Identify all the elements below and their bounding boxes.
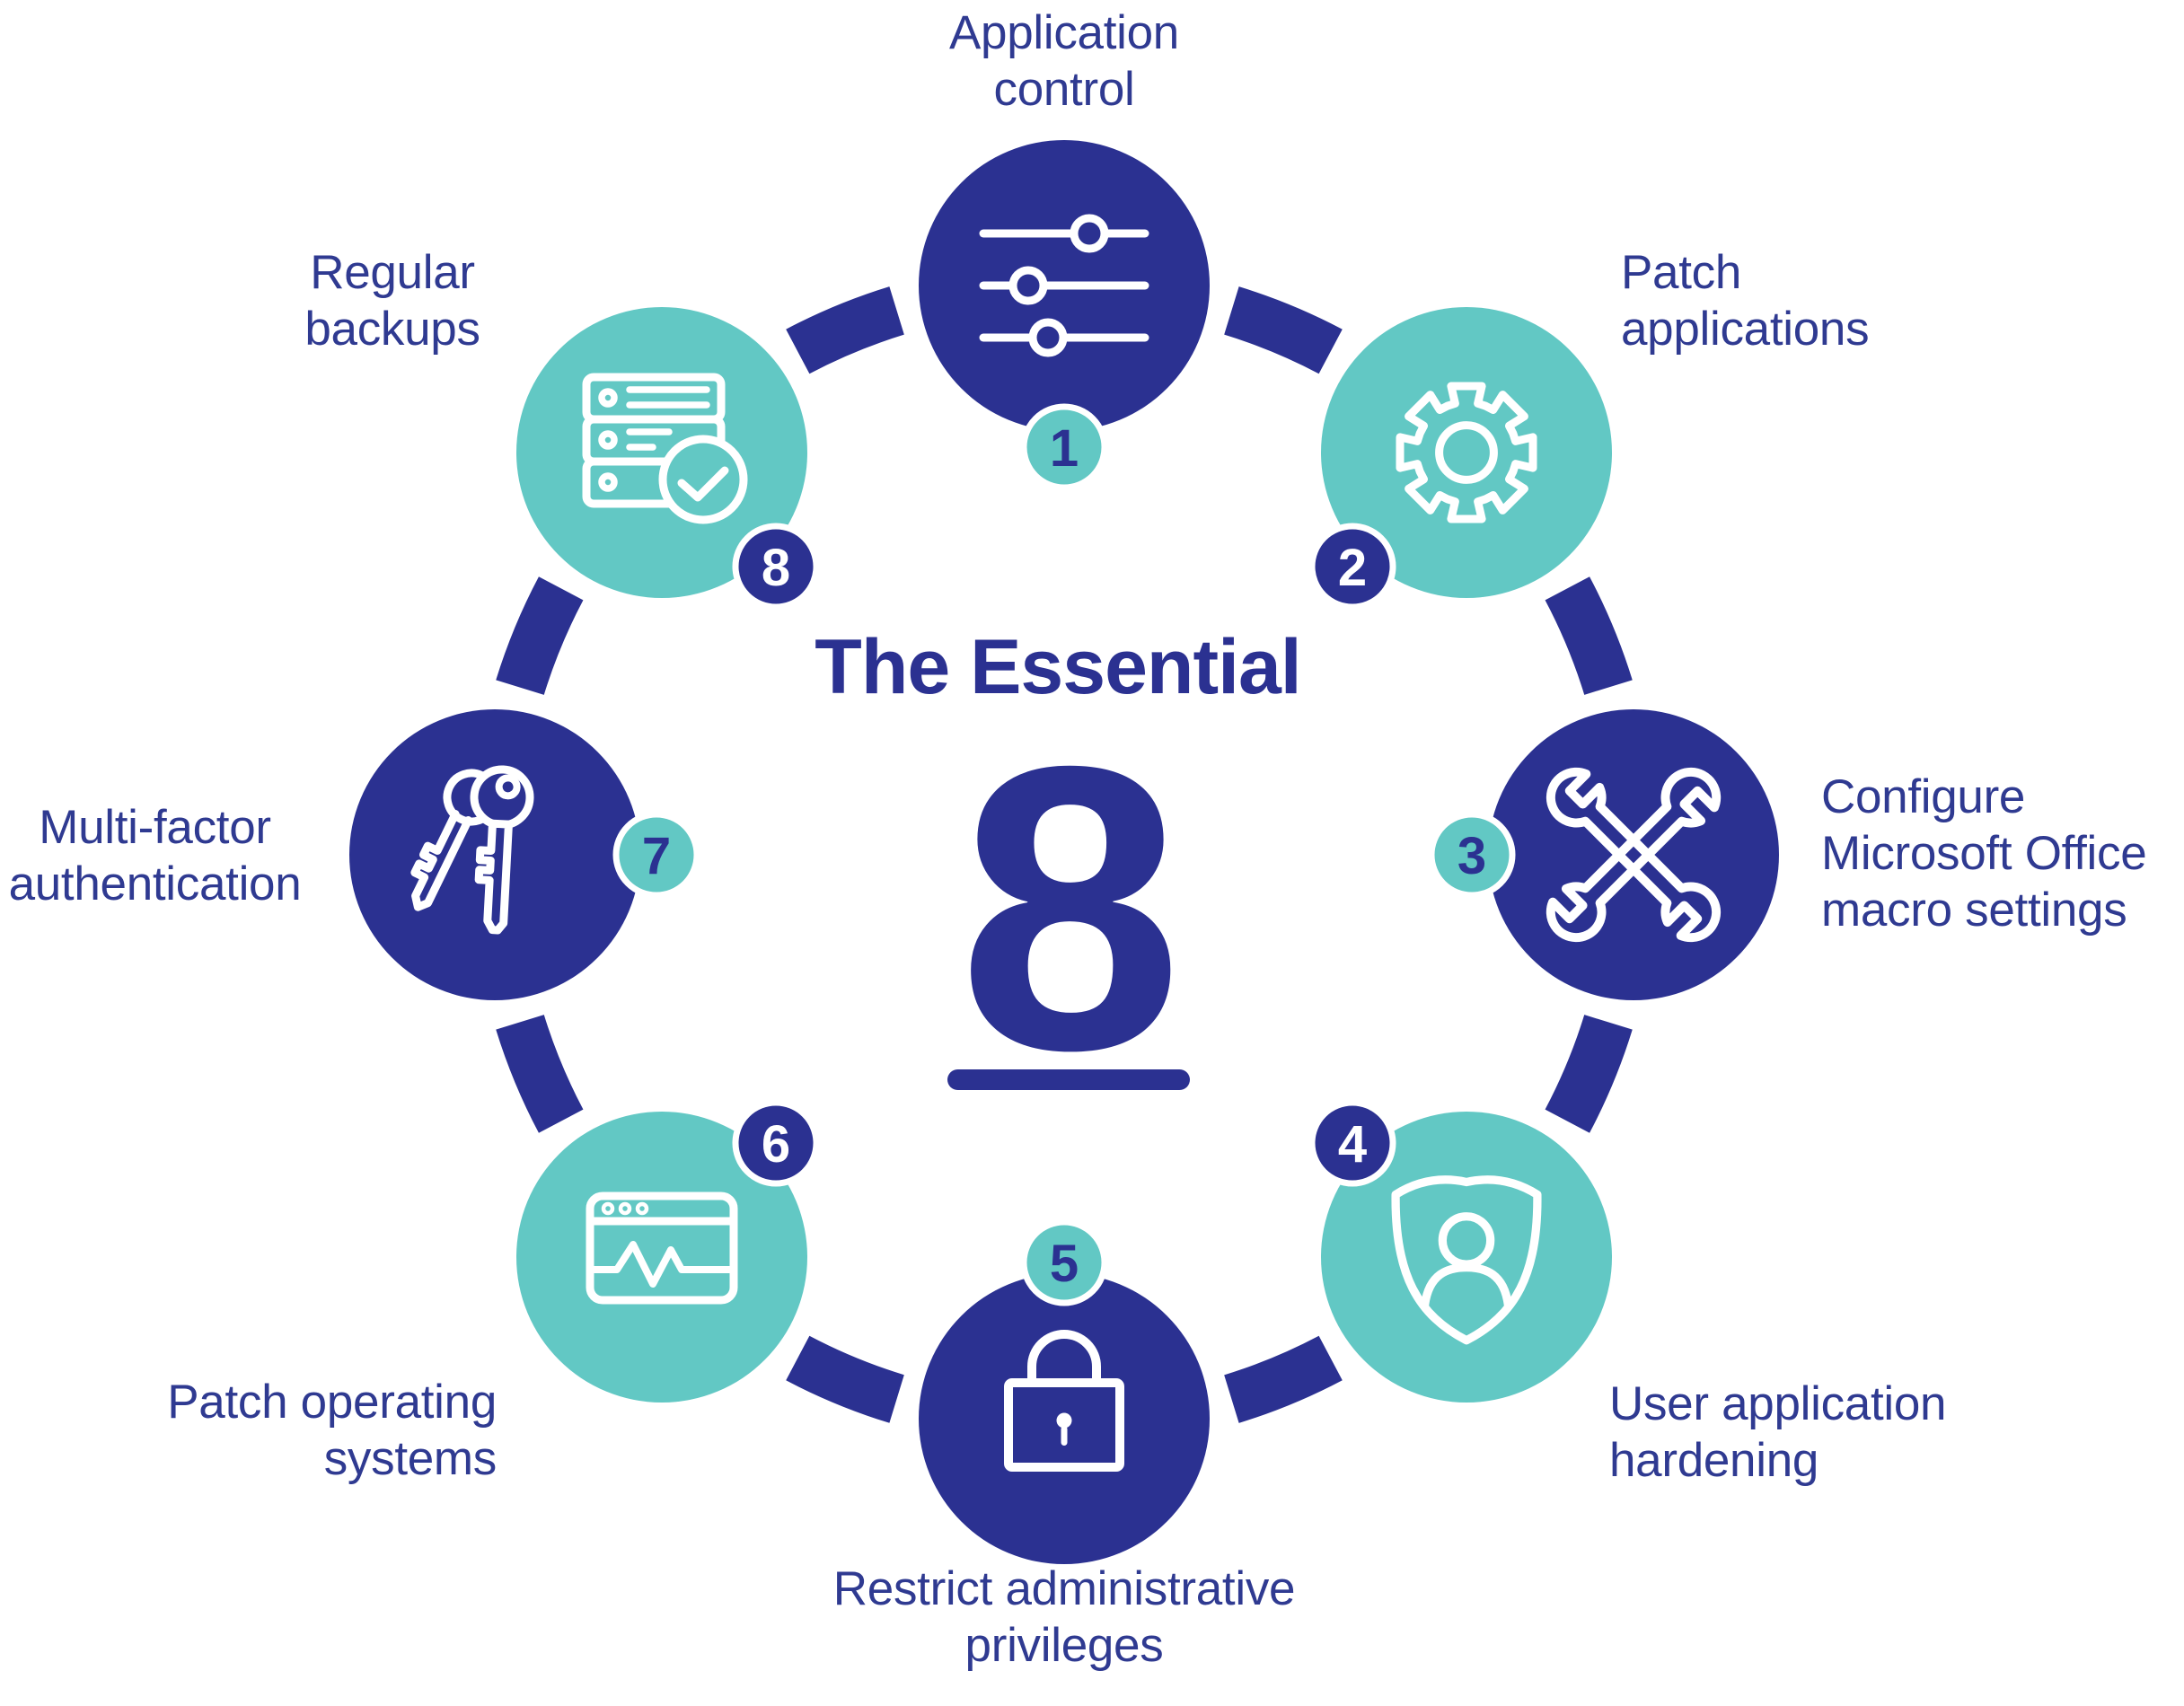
ring-arc-segment [786,286,905,374]
badge-6: 6 [732,1099,820,1187]
svg-text:5: 5 [1050,1235,1079,1293]
item-circle-2 [1321,307,1612,598]
svg-text:6: 6 [762,1115,790,1174]
browser-pulse-icon [586,1192,738,1305]
item-6-patch-operating-systems: 6 [516,1099,820,1403]
badge-4: 4 [1308,1099,1396,1187]
svg-text:1: 1 [1050,419,1079,478]
item-4-user-application-hardening: 4 [1308,1099,1612,1403]
item-circle-3 [1488,709,1779,1000]
item-3-office-macro-settings: 3 [1428,709,1779,1000]
ring-arc-segment [496,1014,584,1133]
label-application-control: Application control [949,6,1179,116]
label-patch-operating-systems: Patch operating systems [167,1376,497,1485]
title-underline [947,1069,1190,1090]
label-regular-backups: Regular backups [304,246,480,356]
title-number-8: 8 [958,683,1183,1134]
ring-dashes [496,286,1633,1423]
label-office-macro-settings: Configure Microsoft Office macro setting… [1821,770,2147,937]
item-2-patch-applications: 2 [1308,307,1612,611]
ring-arc-segment [1545,576,1633,696]
padlock-icon [1004,1330,1124,1472]
shield-user-icon [1391,1175,1542,1345]
title-text: The Essential [815,624,1300,710]
svg-text:4: 4 [1338,1115,1367,1174]
badge-8: 8 [732,523,820,611]
item-1-application-control: 1 [919,140,1210,491]
item-7-multi-factor-authentication: 7 [349,709,700,1000]
ring-arc-segment [1545,1014,1633,1133]
svg-text:2: 2 [1338,539,1367,597]
ring-arc-segment [496,576,584,696]
badge-2: 2 [1308,523,1396,611]
item-8-regular-backups: 8 [516,307,820,611]
center-title: The Essential 8 [815,624,1301,1134]
svg-text:7: 7 [642,827,671,885]
badge-1: 1 [1020,403,1108,491]
ring-arc-segment [786,1335,905,1423]
label-multi-factor-auth: Multi-factor authentication [8,801,302,910]
item-circle-6 [516,1112,807,1403]
label-patch-applications: Patch applications [1621,246,1870,356]
server-check-icon [582,373,748,524]
badge-5: 5 [1020,1218,1108,1306]
badge-7: 7 [612,811,700,899]
label-restrict-admin-privileges: Restrict administrative privileges [832,1562,1296,1672]
sliders-icon [979,214,1149,357]
label-user-app-hardening: User application hardening [1609,1377,1947,1487]
ring-arc-segment [1223,1335,1343,1423]
item-circle-4 [1321,1112,1612,1403]
svg-text:3: 3 [1457,827,1486,885]
item-5-restrict-admin-privileges: 5 [919,1218,1210,1564]
badge-3: 3 [1428,811,1516,899]
ring-arc-segment [1223,286,1343,374]
gear-icon [1396,382,1537,523]
svg-text:8: 8 [762,539,790,597]
keys-icon [410,765,534,935]
crossed-wrenches-icon [1546,767,1722,943]
